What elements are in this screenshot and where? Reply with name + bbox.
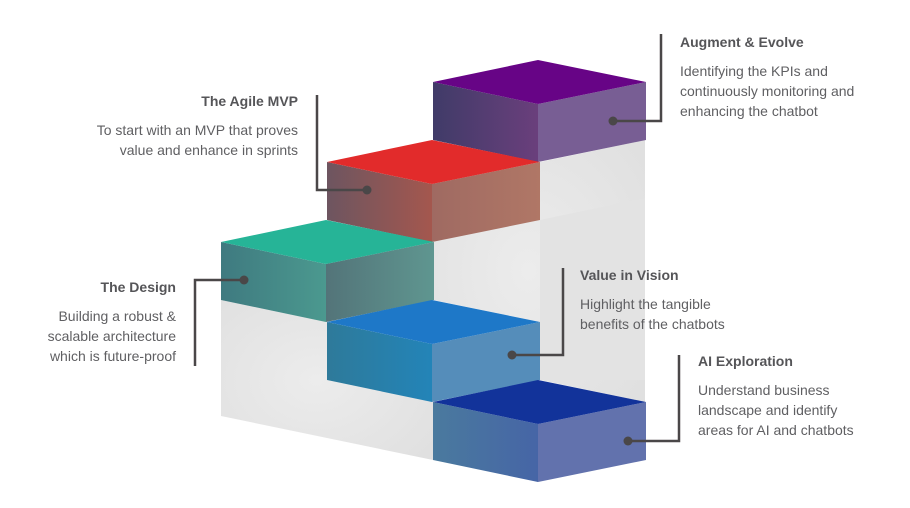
block-left-face	[327, 162, 432, 242]
block-ai-exploration	[433, 380, 646, 482]
block-left-face	[221, 242, 326, 322]
block-top-face	[433, 60, 646, 104]
block-right-face	[432, 162, 540, 242]
desc-line: value and enhance in sprints	[119, 142, 298, 158]
leader-dot-icon	[623, 436, 633, 446]
block-value-in-vision	[327, 300, 540, 402]
block-augment-evolve	[433, 60, 646, 162]
block-right-face	[538, 402, 646, 482]
leader-line	[315, 95, 367, 192]
leader-line	[628, 355, 681, 443]
step-title: Augment & Evolve	[680, 34, 804, 50]
desc-line: which is future-proof	[49, 348, 176, 364]
step-title: The Design	[100, 279, 176, 295]
block-right-face	[538, 82, 646, 162]
step-title: AI Exploration	[698, 353, 793, 369]
step-title: The Agile MVP	[201, 93, 298, 109]
leader-dot-icon	[362, 185, 372, 195]
connector-the-design	[193, 275, 249, 366]
leader-dot-icon	[239, 275, 249, 285]
leader-line	[193, 278, 244, 366]
block-left-face	[433, 82, 538, 162]
block-left-face	[433, 402, 538, 482]
connector-the-agile-mvp	[315, 95, 372, 195]
step-description: Identifying the KPIs and continuously mo…	[680, 61, 900, 121]
label-the-agile-mvp: The Agile MVP To start with an MVP that …	[40, 92, 298, 160]
label-ai-exploration: AI Exploration Understand business lands…	[698, 352, 908, 440]
block-left-face	[327, 322, 432, 402]
desc-line: Highlight the tangible	[580, 296, 711, 312]
connector-value-in-vision	[507, 268, 565, 360]
backdrop-wall-upper	[540, 198, 645, 380]
desc-line: Building a robust &	[58, 308, 176, 324]
desc-line: Identifying the KPIs and	[680, 63, 828, 79]
step-description: Building a robust & scalable architectur…	[10, 306, 176, 366]
desc-line: continuously monitoring and	[680, 83, 855, 99]
desc-line: benefits of the chatbots	[580, 316, 725, 332]
step-title: Value in Vision	[580, 267, 679, 283]
desc-line: landscape and identify	[698, 402, 838, 418]
block-right-face	[326, 242, 434, 322]
label-value-in-vision: Value in Vision Highlight the tangible b…	[580, 266, 800, 334]
label-augment-evolve: Augment & Evolve Identifying the KPIs an…	[680, 33, 900, 121]
desc-line: areas for AI and chatbots	[698, 422, 854, 438]
step-description: Understand business landscape and identi…	[698, 380, 908, 440]
desc-line: Understand business	[698, 382, 830, 398]
connector-ai-exploration	[623, 355, 681, 446]
label-the-design: The Design Building a robust & scalable …	[10, 278, 176, 366]
desc-line: scalable architecture	[47, 328, 176, 344]
connector-augment-evolve	[608, 34, 663, 126]
block-top-face	[327, 140, 540, 184]
desc-line: enhancing the chatbot	[680, 103, 818, 119]
step-description: To start with an MVP that proves value a…	[40, 120, 298, 160]
block-right-face	[432, 322, 540, 402]
leader-dot-icon	[507, 350, 517, 360]
block-top-face	[327, 300, 540, 344]
leader-dot-icon	[608, 116, 618, 126]
leader-line	[512, 268, 565, 357]
block-top-face	[221, 220, 434, 264]
block-the-agile-mvp	[327, 140, 540, 242]
block-the-design	[221, 220, 434, 322]
block-top-face	[433, 380, 646, 424]
step-description: Highlight the tangible benefits of the c…	[580, 294, 800, 334]
desc-line: To start with an MVP that proves	[96, 122, 298, 138]
leader-line	[613, 34, 663, 123]
